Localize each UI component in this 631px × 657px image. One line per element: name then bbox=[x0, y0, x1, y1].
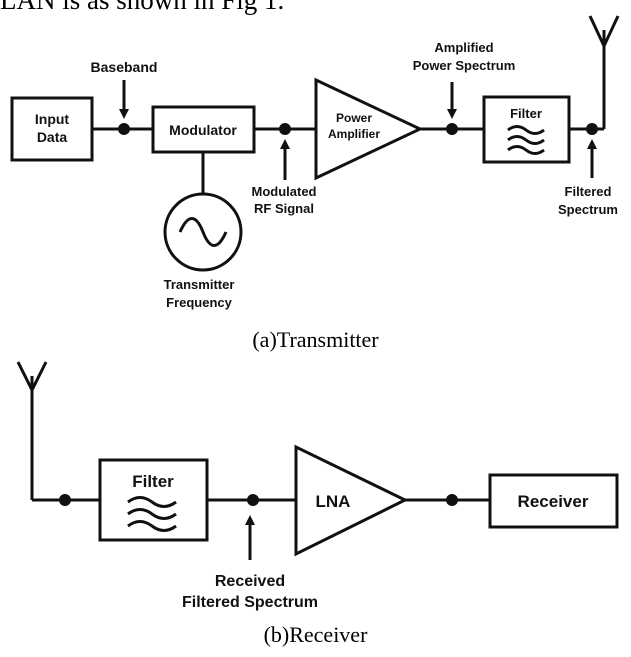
power-amplifier-label-line1: Power bbox=[336, 111, 372, 125]
baseband-label: Baseband bbox=[91, 59, 158, 75]
page-header-text: LAN is as shown in Fig 1. bbox=[0, 0, 285, 15]
modulated-node bbox=[279, 123, 291, 135]
input-data-block bbox=[10, 96, 94, 162]
lna-label: LNA bbox=[316, 492, 351, 511]
filtered-spectrum-label-line1: Filtered bbox=[565, 184, 612, 199]
antenna-node bbox=[59, 494, 71, 506]
transmitter-caption: (a)Transmitter bbox=[252, 327, 379, 352]
modulator-label: Modulator bbox=[169, 122, 237, 138]
amplified-spectrum-label-line2: Power Spectrum bbox=[413, 58, 516, 73]
received-filtered-label-line2: Filtered Spectrum bbox=[182, 594, 318, 611]
input-data-label-line2: Data bbox=[37, 129, 68, 145]
received-filtered-node bbox=[247, 494, 259, 506]
transmitter-frequency-label-line2: Frequency bbox=[166, 295, 233, 310]
transmit-antenna-icon bbox=[588, 15, 620, 50]
receiver-block bbox=[488, 473, 619, 529]
power-amplifier-block bbox=[314, 77, 424, 181]
lna-output-node bbox=[446, 494, 458, 506]
transmit-filter-wave-icon bbox=[507, 125, 545, 155]
sine-wave-icon bbox=[178, 217, 228, 247]
amplified-spectrum-label-line1: Amplified bbox=[434, 40, 493, 55]
baseband-node bbox=[118, 123, 130, 135]
received-filtered-label-line1: Received bbox=[215, 573, 285, 590]
receive-filter-wave-icon bbox=[127, 496, 177, 532]
transmit-filter-label: Filter bbox=[510, 106, 542, 121]
receiver-label: Receiver bbox=[518, 492, 589, 511]
transmitter-frequency-label-line1: Transmitter bbox=[164, 277, 235, 292]
modulated-rf-label-line1: Modulated bbox=[252, 184, 317, 199]
modulated-rf-label-line2: RF Signal bbox=[254, 201, 314, 216]
filtered-node bbox=[586, 123, 598, 135]
receive-filter-label: Filter bbox=[132, 472, 174, 491]
amplified-node bbox=[446, 123, 458, 135]
receiver-caption: (b)Receiver bbox=[263, 622, 368, 647]
power-amplifier-label-line2: Amplifier bbox=[328, 127, 380, 141]
lna-block bbox=[294, 444, 409, 557]
receiver-diagram: Filter LNA Receiver Received Filtered Sp… bbox=[16, 361, 619, 611]
filtered-spectrum-label-line2: Spectrum bbox=[558, 202, 618, 217]
input-data-label-line1: Input bbox=[35, 111, 70, 127]
transmitter-diagram: Input Data Modulator Power Amplifier Fil… bbox=[10, 15, 620, 310]
modulator-block bbox=[151, 105, 256, 154]
